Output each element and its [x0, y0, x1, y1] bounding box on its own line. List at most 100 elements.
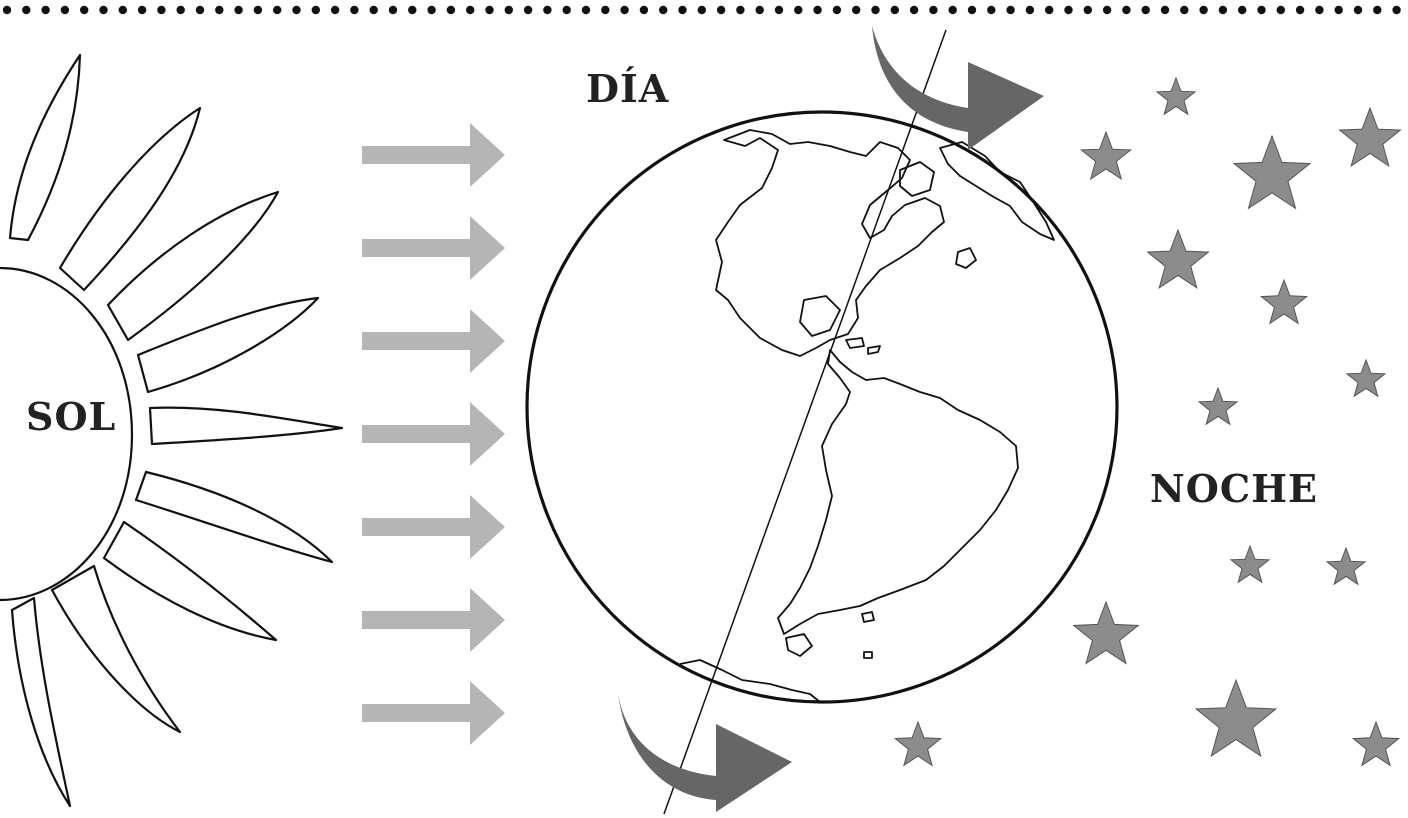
star-icon: [893, 720, 943, 767]
star-icon: [1232, 134, 1312, 210]
hudson-bay-outline: [899, 161, 935, 197]
arrow-right-icon: [362, 216, 505, 280]
border-dot: [543, 5, 552, 15]
border-dot: [1141, 5, 1150, 15]
border-dot: [601, 5, 610, 15]
border-dot: [1122, 5, 1131, 15]
border-dot: [1353, 5, 1363, 15]
island-outline: [955, 247, 977, 269]
border-dot: [157, 5, 166, 15]
star-icon: [1146, 228, 1210, 290]
day-label: DÍA: [586, 66, 670, 111]
sun-ray: [50, 564, 182, 734]
border-dot: [1218, 5, 1228, 15]
curved-arrow-icon: [618, 26, 1044, 812]
border-dot: [716, 5, 726, 15]
sun-label: SOL: [26, 394, 117, 439]
greenland-outline: [939, 141, 1055, 241]
sun-ray: [136, 296, 320, 394]
star-icon: [1155, 76, 1197, 116]
star-icon: [1194, 678, 1278, 758]
border-dot: [80, 5, 89, 15]
border-dot: [234, 5, 243, 15]
star-icon: [1259, 278, 1309, 325]
arrow-right-icon: [362, 588, 505, 652]
star-icon: [1079, 130, 1133, 181]
border-dot: [311, 5, 320, 15]
stars-group: [893, 76, 1402, 767]
border-dot: [118, 5, 128, 15]
border-dot: [446, 5, 456, 15]
sun-ray: [106, 190, 280, 342]
border-dot: [1006, 5, 1015, 15]
gulf-outline: [799, 295, 841, 337]
border-dot: [1334, 5, 1343, 15]
border-dot: [755, 5, 764, 15]
border-dot: [388, 5, 398, 15]
border-dot: [852, 5, 861, 15]
falklands: [861, 611, 875, 623]
border-dot: [1160, 5, 1170, 15]
border-dot: [330, 5, 340, 15]
border-dot: [1102, 5, 1112, 15]
border-dot: [273, 5, 282, 15]
border-dot: [466, 5, 475, 15]
border-dot: [176, 5, 185, 15]
border-dot: [909, 5, 919, 15]
border-dot: [408, 5, 417, 15]
border-dot: [215, 5, 224, 15]
sun-ray: [102, 520, 278, 642]
border-dot: [813, 5, 822, 15]
border-dot: [929, 5, 938, 15]
sun-ray: [134, 470, 334, 564]
border-dot: [1238, 5, 1247, 15]
arrow-right-icon: [362, 681, 505, 745]
arrow-right-icon: [362, 402, 505, 466]
border-dot: [659, 5, 668, 15]
border-dot: [1180, 5, 1189, 15]
border-dot: [871, 5, 880, 15]
night-label: NOCHE: [1150, 466, 1318, 511]
border-dot: [1276, 5, 1286, 15]
arrow-right-icon: [362, 123, 505, 187]
earth-outline: [525, 110, 1119, 704]
border-dot: [736, 5, 745, 15]
sun-disc: [0, 266, 134, 602]
sun-ray: [58, 106, 202, 292]
border-dot: [1064, 5, 1073, 15]
border-dot: [1025, 5, 1035, 15]
antarctica-outline: [679, 659, 821, 703]
sun-ray: [148, 406, 344, 446]
tierra-del-fuego: [785, 633, 813, 657]
border-dot: [1257, 5, 1266, 15]
star-icon: [1229, 544, 1271, 584]
globe-americas-icon: [525, 29, 1119, 815]
rotation-arrow-bottom: [618, 694, 792, 812]
arrow-right-icon: [362, 495, 505, 559]
caribbean-island: [867, 345, 881, 355]
earth-axis: [663, 29, 947, 815]
border-dot: [427, 5, 436, 15]
border-dot: [195, 5, 205, 15]
border-dot: [832, 5, 842, 15]
border-dot: [1315, 5, 1324, 15]
border-dot: [253, 5, 263, 15]
border-dot: [890, 5, 899, 15]
border-dot: [22, 5, 31, 15]
border-dot: [485, 5, 494, 15]
arrow-right-icon: [362, 309, 505, 373]
star-icon: [1345, 358, 1387, 398]
border-dot: [774, 5, 784, 15]
star-icon: [1197, 386, 1239, 426]
border-dot: [1083, 5, 1093, 15]
border-dot: [562, 5, 571, 15]
sun-ray: [8, 53, 82, 242]
border-dot: [967, 5, 977, 15]
rotation-arrow-top: [872, 26, 1044, 150]
sun-icon: [0, 53, 344, 808]
border-dot: [948, 5, 957, 15]
border-dot: [350, 5, 359, 15]
border-dot: [523, 5, 533, 15]
border-dot: [581, 5, 591, 15]
dotted-border: [2, 5, 1401, 15]
